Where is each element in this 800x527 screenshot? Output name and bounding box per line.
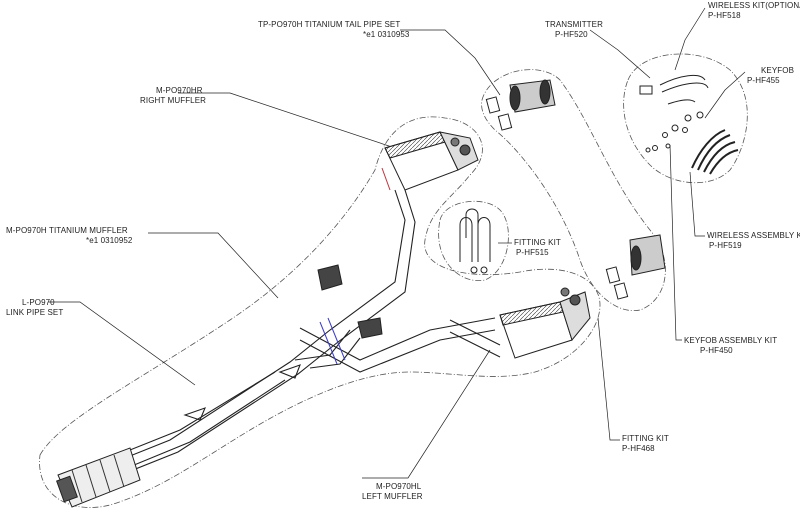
main-system-outline [39, 116, 601, 508]
label-transmitter: TRANSMITTER P-HF520 [545, 20, 603, 39]
label-keyfob-assembly-kit: KEYFOB ASSEMBLY KIT P-HF450 [684, 336, 778, 355]
wireless-kit-outline [623, 53, 748, 184]
pipe-system [94, 189, 501, 483]
fitting-kit-515-outline [438, 200, 509, 282]
rear-muffler-drawing [56, 447, 141, 508]
label-fitting-kit-515: FITTING KIT P-HF515 [514, 238, 561, 257]
tail-pipe-drawing [485, 79, 666, 300]
label-tail-pipe-set: TP-PO970H TITANIUM TAIL PIPE SET *e1 031… [258, 20, 410, 39]
label-fitting-kit-468: FITTING KIT P-HF468 [622, 434, 669, 453]
wireless-kit-drawing [639, 74, 739, 175]
label-wireless-kit: WIRELESS KIT(OPTIONAL) P-HF518 [708, 1, 800, 20]
right-muffler-drawing [384, 131, 479, 191]
label-right-muffler: M-PO970HR RIGHT MUFFLER [140, 86, 207, 105]
label-keyfob: KEYFOB P-HF455 [747, 66, 795, 85]
brackets [317, 264, 383, 339]
colored-accent-lines [319, 167, 391, 365]
leader-lines [48, 7, 746, 479]
label-left-muffler: M-PO970HL LEFT MUFFLER [362, 482, 423, 501]
left-muffler-drawing [499, 287, 591, 359]
label-titanium-muffler: M-PO970H TITANIUM MUFFLER *e1 0310952 [6, 226, 133, 245]
label-link-pipe-set: L-PO970 LINK PIPE SET [6, 298, 64, 317]
label-wireless-assembly-kit: WIRELESS ASSEMBLY KIT P-HF519 [707, 231, 800, 250]
tail-pipe-outline [481, 69, 666, 312]
fitting-kit-515-drawing [459, 208, 491, 274]
